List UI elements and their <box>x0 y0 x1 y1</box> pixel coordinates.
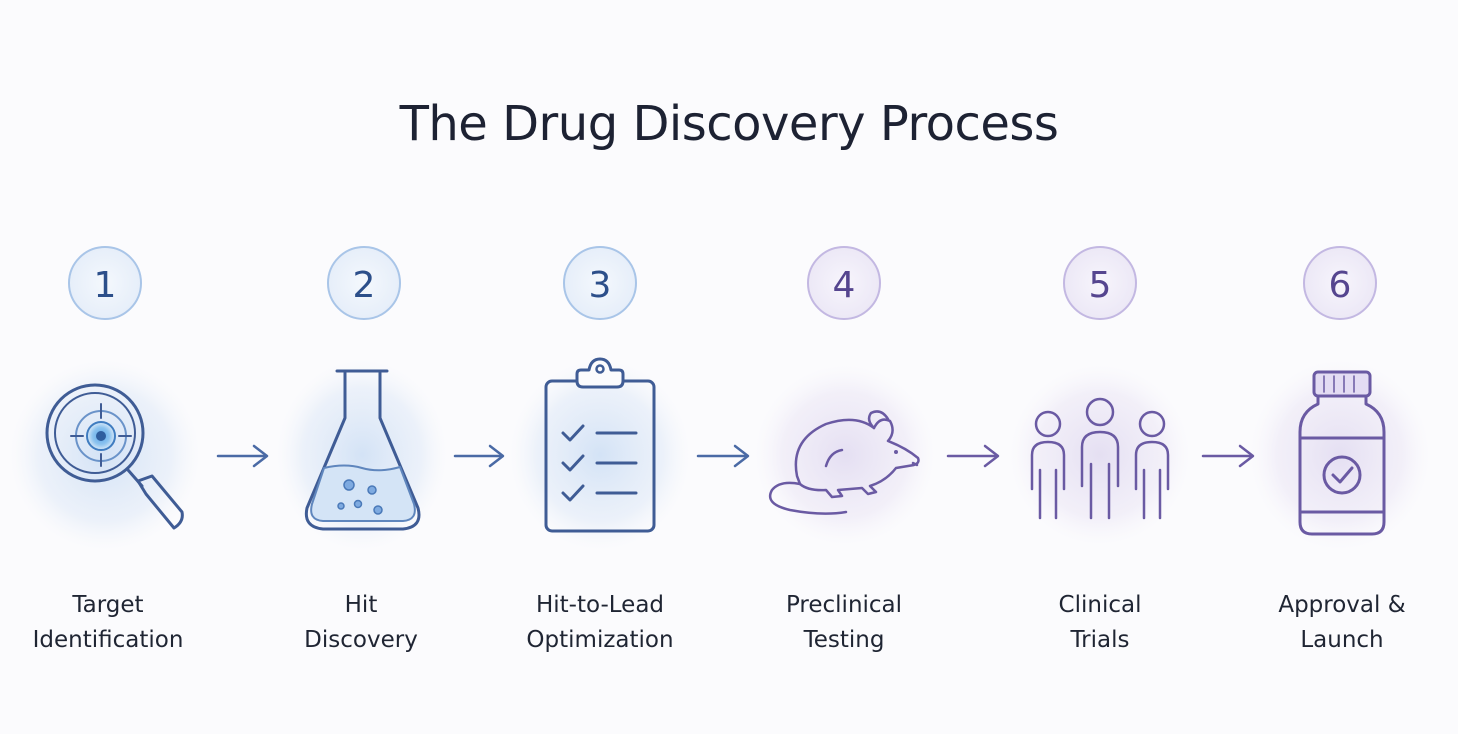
step-label-clinical-trials: Clinical Trials <box>990 588 1210 658</box>
step-label-line: Hit-to-Lead <box>535 592 665 618</box>
step-label-line: Clinical <box>1058 592 1142 618</box>
step-label-line: Launch <box>1300 627 1384 653</box>
clipboard-checklist-icon <box>544 357 656 533</box>
step-label-line: Hit <box>344 592 378 618</box>
step-number-circle-3: 3 <box>563 246 637 320</box>
step-number-text: 3 <box>589 265 612 306</box>
step-label-target-identification: Target Identification <box>0 588 218 658</box>
flow-arrows <box>216 444 1255 468</box>
arrow-icon <box>216 444 269 468</box>
step-number-circles: 1 2 3 4 5 6 <box>68 246 1377 320</box>
step-label-preclinical-testing: Preclinical Testing <box>734 588 954 658</box>
step-number-circle-1: 1 <box>68 246 142 320</box>
step-number-text: 1 <box>94 265 117 306</box>
step-number-circle-2: 2 <box>327 246 401 320</box>
step-label-hit-to-lead-optimization: Hit-to-Lead Optimization <box>490 588 710 658</box>
people-icon <box>1030 397 1170 520</box>
mouse-icon <box>768 410 920 515</box>
step-label-line: Discovery <box>304 627 418 653</box>
step-label-line: Target <box>72 592 144 618</box>
step-number-text: 4 <box>833 265 856 306</box>
medicine-bottle-icon <box>1298 370 1386 536</box>
step-number-circle-6: 6 <box>1303 246 1377 320</box>
step-number-text: 5 <box>1089 265 1112 306</box>
arrow-icon <box>1201 444 1255 468</box>
page-title: The Drug Discovery Process <box>399 96 1059 152</box>
step-label-line: Testing <box>803 627 885 653</box>
step-label-line: Preclinical <box>785 592 903 618</box>
arrow-icon <box>946 444 1000 468</box>
step-label-hit-discovery: Hit Discovery <box>251 588 471 658</box>
arrow-icon <box>696 444 750 468</box>
step-label-line: Optimization <box>526 627 674 653</box>
step-number-text: 2 <box>353 265 376 306</box>
arrow-icon <box>453 444 505 468</box>
step-label-line: Identification <box>32 627 184 653</box>
flask-icon <box>304 369 421 531</box>
step-label-line: Trials <box>1070 627 1130 653</box>
step-label-line: Approval & <box>1278 592 1406 618</box>
step-number-text: 6 <box>1329 265 1352 306</box>
step-label-approval-launch: Approval & Launch <box>1232 588 1452 658</box>
step-number-circle-5: 5 <box>1063 246 1137 320</box>
step-number-circle-4: 4 <box>807 246 881 320</box>
magnifier-target-icon <box>45 383 184 530</box>
